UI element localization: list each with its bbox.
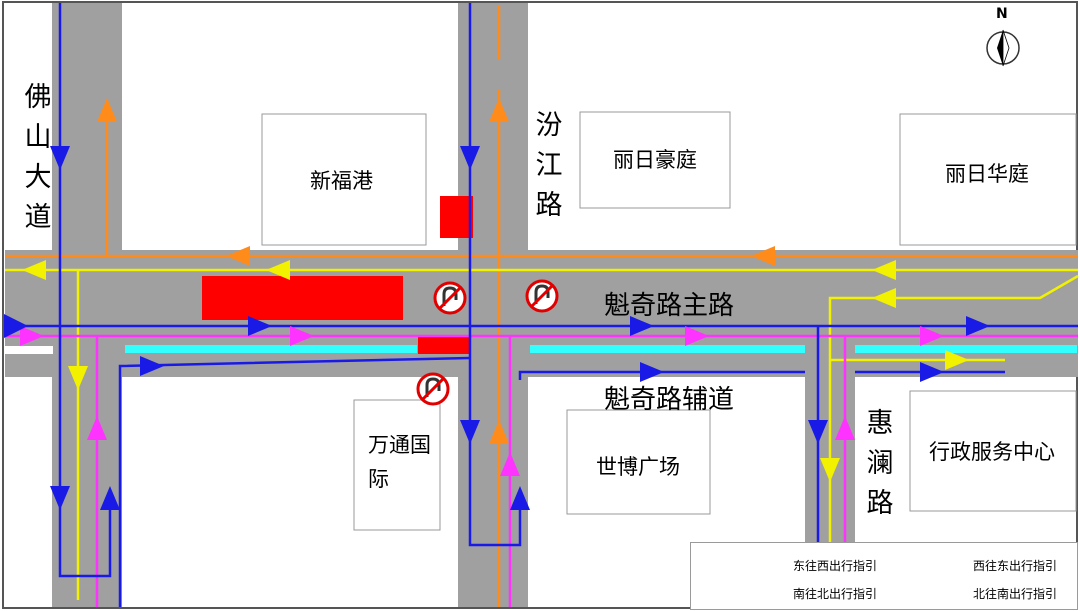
building-label-lirihaoting: 丽日豪庭 — [613, 148, 697, 172]
building-xingzheng — [909, 390, 1077, 512]
route-north-to-south — [5, 3, 1078, 607]
road-label-huilan: 惠澜路 — [866, 408, 894, 519]
legend-north-to-south: 北往南出行指引 — [973, 587, 1058, 601]
no-turn-sign-3 — [416, 372, 450, 406]
building-label-xinfugang: 新福港 — [310, 169, 373, 193]
fenjiang-road-surface — [458, 3, 528, 607]
building-xinfugang — [261, 113, 427, 246]
building-label-wantongguoji: 万通国际 — [368, 433, 431, 491]
buildings — [261, 111, 1077, 531]
compass-icon — [986, 29, 1020, 67]
no-turn-sign-2 — [525, 279, 559, 313]
building-label-xingzheng: 行政服务中心 — [929, 440, 1055, 464]
closure-zones — [202, 196, 473, 354]
building-label-shibo: 世博广场 — [596, 455, 680, 479]
road-label-kuiqi-main: 魁奇路主路 — [604, 291, 735, 321]
building-lirihaoting — [579, 111, 731, 209]
legend-west-to-east: 西往东出行指引 — [973, 559, 1058, 573]
no-turn-sign-1 — [433, 281, 467, 315]
legend-south-to-north: 南往北出行指引 — [793, 587, 878, 601]
building-label-lirihuating: 丽日华庭 — [945, 162, 1029, 186]
cyan-dividers — [125, 345, 1077, 353]
legend-east-to-west: 东往西出行指引 — [793, 559, 878, 573]
foshan-road-surface — [52, 3, 122, 607]
road-label-fenjiang: 汾江路 — [535, 110, 563, 221]
road-label-foshan: 佛山大道 — [24, 82, 52, 233]
building-shibo — [566, 409, 711, 515]
building-lirihuating — [899, 113, 1077, 246]
road-label-kuiqi-aux: 魁奇路辅道 — [604, 385, 735, 415]
building-wantongguoji — [353, 399, 441, 531]
route-south-to-north — [5, 5, 1078, 607]
compass-north-label: N — [996, 6, 1008, 22]
legend: 东往西出行指引 西往东出行指引 南往北出行指引 北往南出行指引 — [690, 542, 1078, 610]
